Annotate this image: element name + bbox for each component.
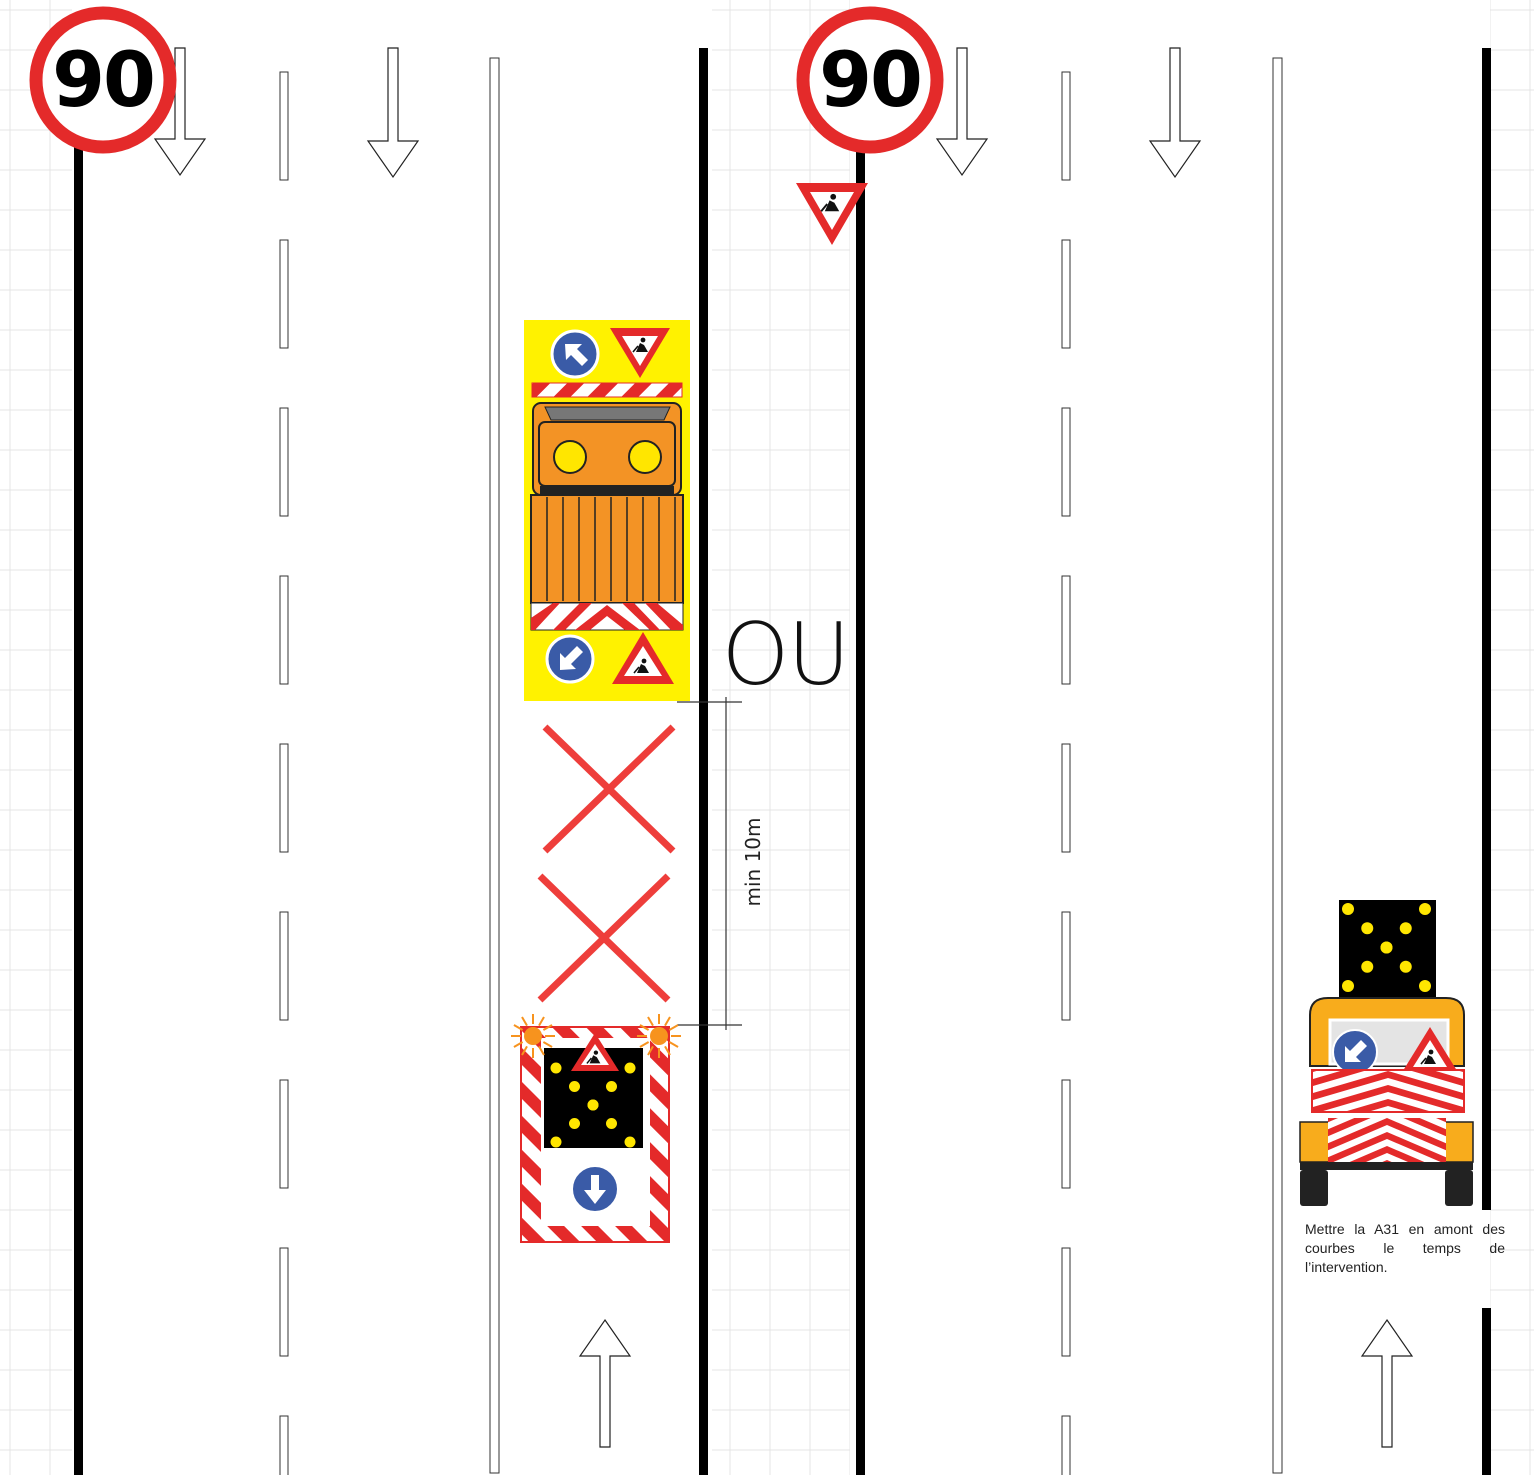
arrow-signal-trailer — [511, 1014, 681, 1242]
solid-edge-line — [74, 60, 83, 1475]
dashed-lane-line — [1062, 72, 1070, 180]
speed-limit-left-value: 90 — [52, 35, 154, 124]
dashed-lane-line — [1062, 1080, 1070, 1188]
yellow-signal-truck — [524, 320, 690, 701]
dashed-lane-line — [280, 912, 288, 1020]
double-separator-line — [490, 58, 499, 1473]
dashed-lane-line — [1062, 408, 1070, 516]
speed-limit-sign-left: 90 — [36, 13, 170, 147]
dashed-lane-line — [280, 1416, 288, 1475]
alternative-label: OU — [722, 605, 849, 705]
solid-edge-line — [1482, 1308, 1491, 1475]
dashed-lane-line — [280, 744, 288, 852]
dashed-lane-line — [1062, 912, 1070, 1020]
dashed-lane-line — [280, 1248, 288, 1356]
dashed-lane-line — [1062, 1248, 1070, 1356]
road — [74, 48, 1491, 1475]
dashed-lane-line — [280, 408, 288, 516]
solid-edge-line — [699, 48, 708, 1475]
speed-limit-sign-right: 90 — [803, 13, 937, 147]
dashed-lane-line — [280, 576, 288, 684]
keep-left-arrow-icon-bottom — [547, 636, 593, 682]
dashed-lane-line — [280, 72, 288, 180]
dashed-lane-line — [1062, 1416, 1070, 1475]
keep-left-arrow-icon — [552, 331, 598, 377]
instruction-note: Mettre la A31 en amont des courbes le te… — [1305, 1220, 1505, 1277]
dashed-lane-line — [1062, 744, 1070, 852]
dashed-lane-line — [1062, 576, 1070, 684]
speed-limit-right-value: 90 — [819, 35, 921, 124]
double-separator-line — [1273, 58, 1282, 1473]
dashed-lane-line — [280, 1080, 288, 1188]
dashed-lane-line — [1062, 240, 1070, 348]
distance-label: min 10m — [741, 817, 765, 906]
solid-edge-line — [856, 60, 865, 1475]
solid-edge-line — [1482, 48, 1491, 1210]
keep-left-arrow-icon-a31 — [1333, 1030, 1377, 1074]
dashed-lane-line — [280, 240, 288, 348]
keep-straight-arrow-icon — [572, 1166, 618, 1212]
